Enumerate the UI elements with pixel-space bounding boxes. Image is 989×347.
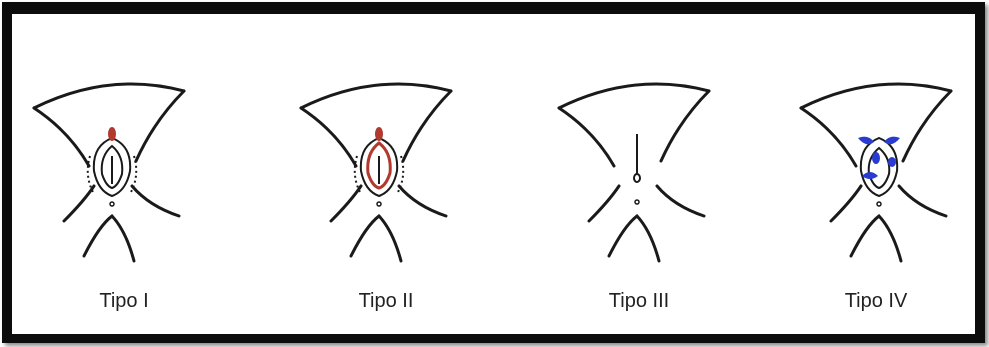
panel-type-2: Tipo II <box>276 16 496 336</box>
panel-type-1: Tipo I <box>14 16 234 336</box>
panel-type-4: Tipo IV <box>766 16 986 336</box>
fgm-types-diagram: Tipo I <box>14 16 977 336</box>
right-thigh-lower <box>132 186 179 216</box>
pubic-arc <box>34 84 184 108</box>
type-3-illustration <box>529 16 749 336</box>
type-4-illustration <box>766 16 986 336</box>
figure-outer-frame: Tipo I <box>2 2 985 343</box>
type-1-cut-mark <box>108 127 116 141</box>
left-thigh-upper <box>34 108 89 166</box>
left-thigh-lower <box>64 186 94 221</box>
panel-type-3: Tipo III <box>529 16 749 336</box>
type-1-illustration <box>14 16 234 336</box>
type-2-label: Tipo II <box>276 290 496 313</box>
type-3-closure <box>634 134 640 182</box>
type-3-label: Tipo III <box>529 290 749 313</box>
type-1-label: Tipo I <box>14 290 234 313</box>
type-2-illustration <box>276 16 496 336</box>
buttock-cleft <box>84 216 134 261</box>
type-4-marks <box>858 137 900 179</box>
vulva-outline <box>88 138 137 196</box>
right-thigh-upper <box>136 91 184 161</box>
figure-inner-frame: Tipo I <box>12 14 975 334</box>
type-4-label: Tipo IV <box>766 290 986 313</box>
